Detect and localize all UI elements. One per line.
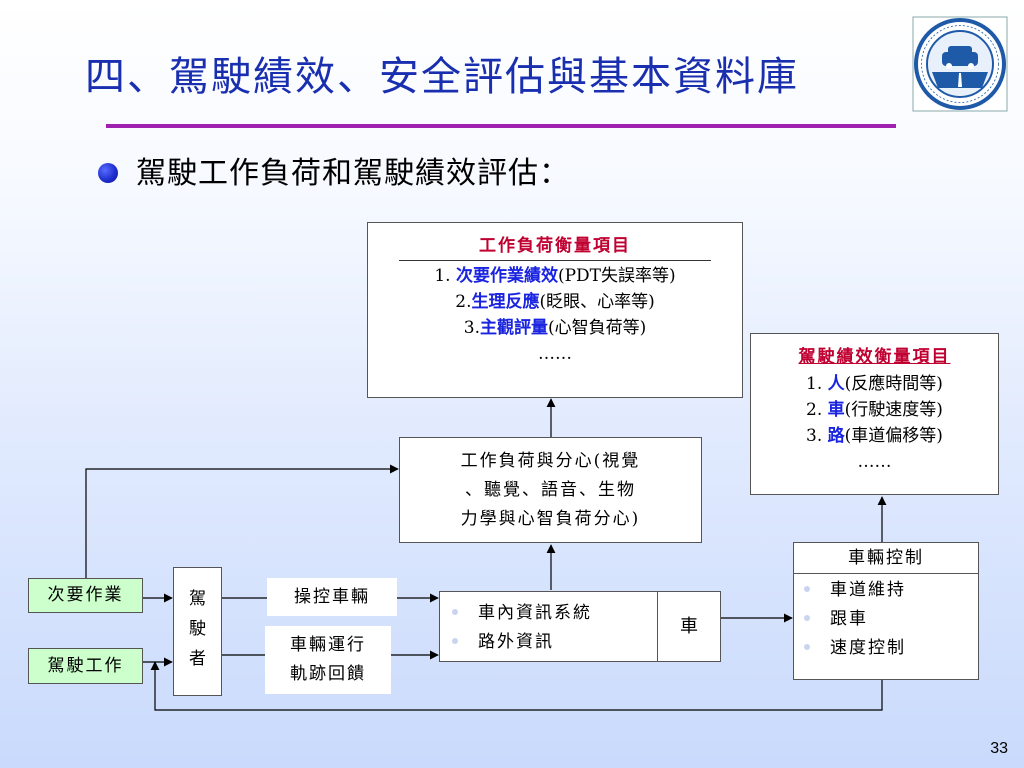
distraction-line-2: 、聽覺、語音、生物 <box>465 480 636 500</box>
vehicle-control-item-1: 車道維持 <box>804 576 978 605</box>
vehicle-box: 車 <box>657 591 721 662</box>
secondary-task-box: 次要作業 <box>28 578 143 613</box>
feedback-line-1: 車輛運行 <box>290 635 366 655</box>
performance-measures-title: 駕駛績效衡量項目 <box>798 347 951 367</box>
in-vehicle-info-system-box: 車內資訊系統 路外資訊 <box>439 591 658 662</box>
distraction-line-1: 工作負荷與分心(視覺 <box>460 451 641 471</box>
page-number: 33 <box>990 740 1008 757</box>
workload-title-rule <box>399 260 711 261</box>
vehicle-control-box: 車輛控制 車道維持 跟車 速度控制 <box>793 542 979 680</box>
bullet-dot-icon <box>804 614 810 621</box>
bullet-dot-icon <box>804 643 810 650</box>
workload-measures-title: 工作負荷衡量項目 <box>479 236 631 256</box>
performance-item-2: 2. 車(行駛速度等) <box>806 400 943 420</box>
workload-item-2: 2.生理反應(眨眼、心率等) <box>455 292 655 312</box>
institute-seal-logo-icon <box>912 16 1008 112</box>
title-underline <box>106 124 896 128</box>
bullet-dot-icon <box>452 637 458 644</box>
bullet-dot-icon <box>452 608 458 615</box>
driver-char-1: 駕 <box>189 589 206 609</box>
arrow-secondary-to-distraction <box>85 464 399 578</box>
workload-measures-box: 工作負荷衡量項目 1. 次要作業績效(PDT失誤率等) 2.生理反應(眨眼、心率… <box>367 222 743 398</box>
performance-more: …… <box>857 452 892 472</box>
info-item-2: 路外資訊 <box>452 628 657 657</box>
vehicle-control-list: 車道維持 跟車 速度控制 <box>794 574 978 663</box>
workload-distraction-box: 工作負荷與分心(視覺 、聽覺、語音、生物 力學與心智負荷分心) <box>399 437 702 543</box>
bullet-dot-icon <box>804 585 810 592</box>
blue-sphere-bullet-icon <box>98 163 118 183</box>
workload-item-3: 3.主觀評量(心智負荷等) <box>463 318 647 338</box>
performance-item-3: 3. 路(車道偏移等) <box>806 426 943 446</box>
driving-task-box: 駕駛工作 <box>28 648 143 684</box>
driver-char-2: 駛 <box>189 619 206 639</box>
control-vehicle-label: 操控車輛 <box>267 578 397 616</box>
performance-item-1: 1. 人(反應時間等) <box>806 374 943 394</box>
workload-item-1: 1. 次要作業績效(PDT失誤率等) <box>434 266 676 286</box>
vehicle-control-item-2: 跟車 <box>804 605 978 634</box>
distraction-line-3: 力學與心智負荷分心) <box>460 509 641 529</box>
performance-measures-box: 駕駛績效衡量項目 1. 人(反應時間等) 2. 車(行駛速度等) 3. 路(車道… <box>750 333 999 495</box>
bullet-heading: 駕駛工作負荷和駕駛績效評估： <box>136 156 570 191</box>
vehicle-control-title: 車輛控制 <box>794 543 978 574</box>
info-item-1: 車內資訊系統 <box>452 599 657 628</box>
workload-more: …… <box>538 344 572 364</box>
feedback-line-2: 軌跡回饋 <box>290 664 366 684</box>
trajectory-feedback-label: 車輛運行 軌跡回饋 <box>265 626 391 694</box>
driver-box: 駕 駛 者 <box>173 567 222 696</box>
driver-char-3: 者 <box>189 649 206 669</box>
vehicle-control-item-3: 速度控制 <box>804 634 978 663</box>
arrow-feedback-loop <box>150 661 883 711</box>
slide-title: 四、駕駛績效、安全評估與基本資料庫 <box>85 54 799 100</box>
